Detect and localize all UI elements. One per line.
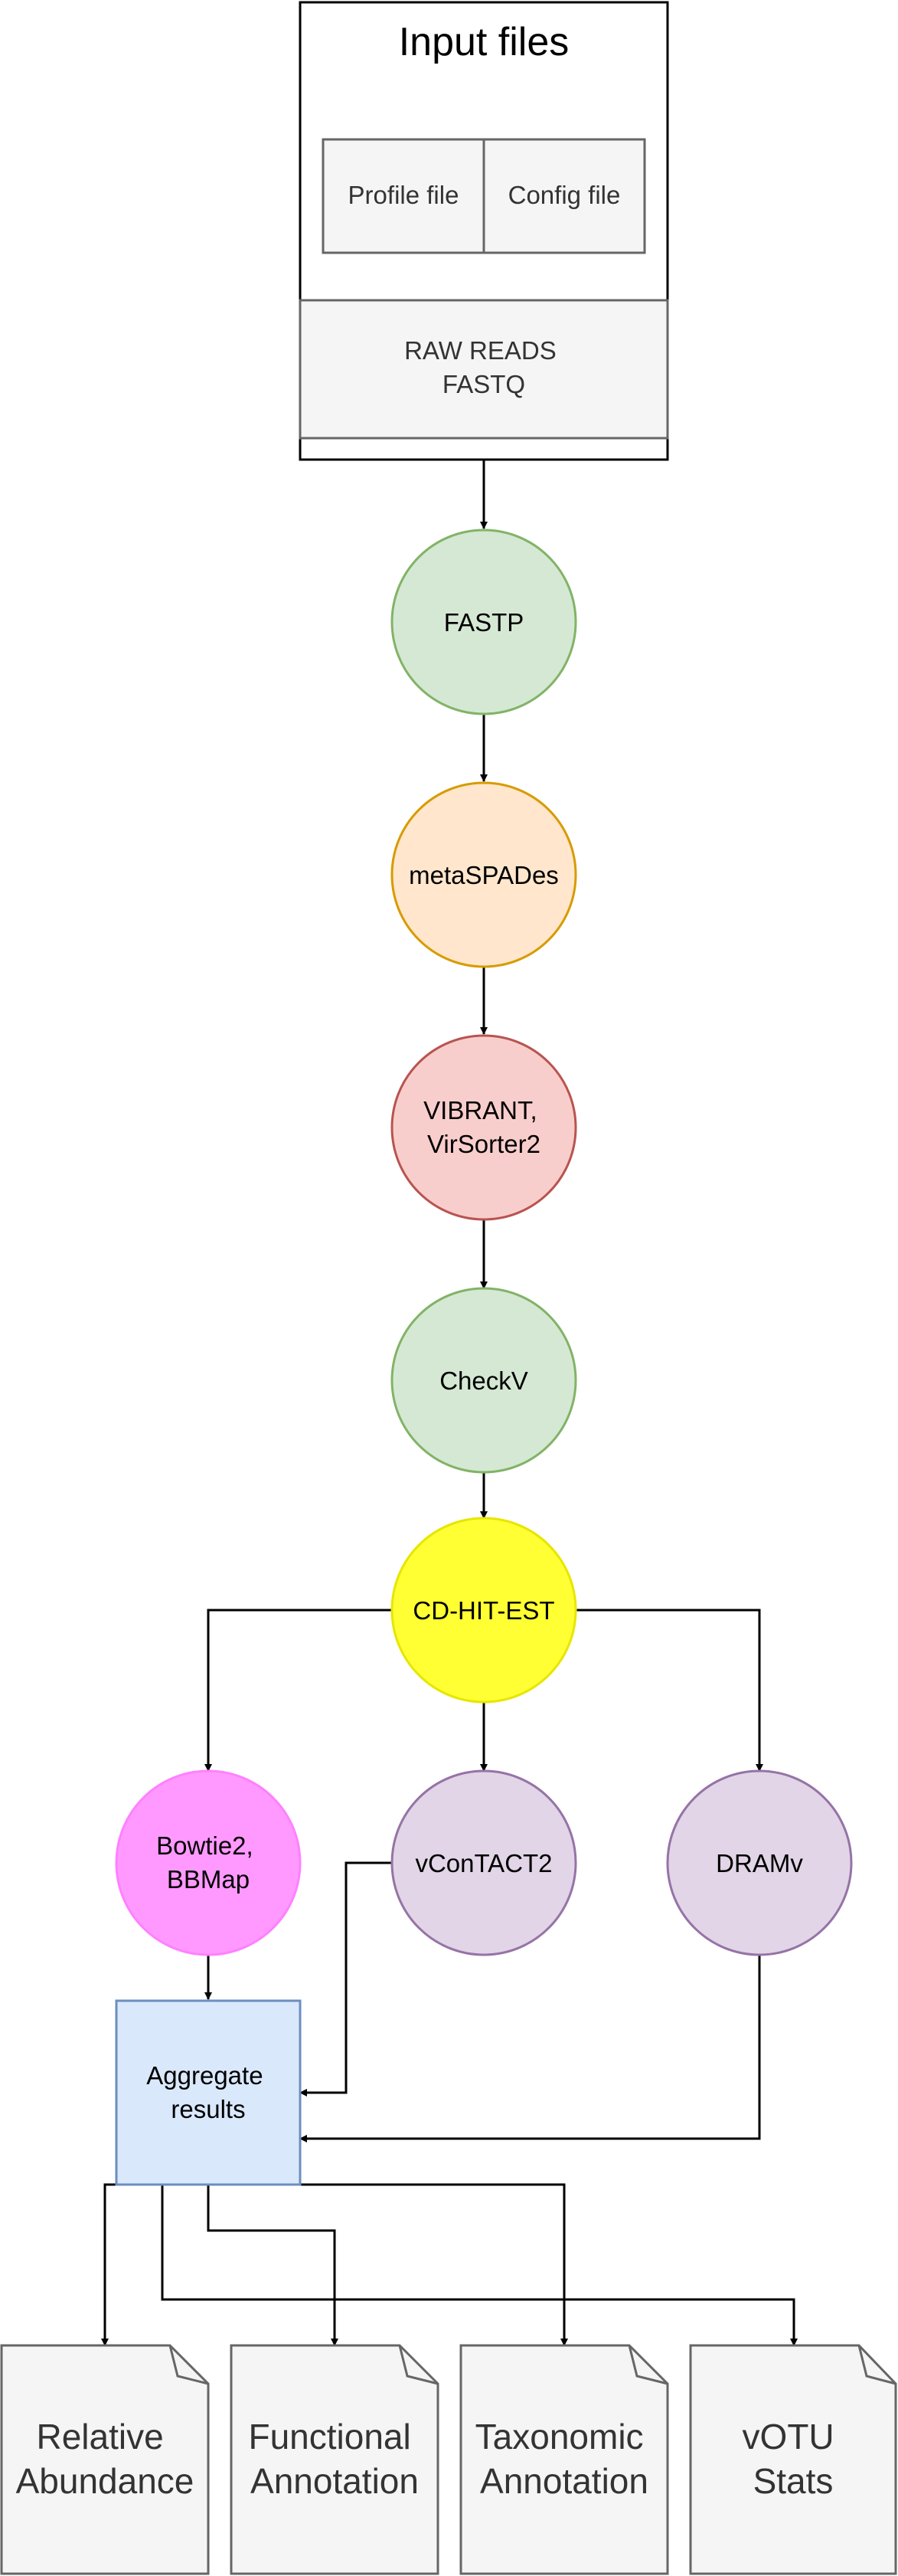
step-checkv: CheckV <box>390 1287 577 1474</box>
dramv-label: DRAMv <box>716 1849 803 1877</box>
step-dramv: DRAMv <box>666 1769 853 1956</box>
functional-line2: Annotation <box>250 2461 419 2501</box>
edge-aggregate-votu <box>161 2185 798 2346</box>
edge-aggregate-relative <box>101 2183 116 2346</box>
metaspades-label: metaSPADes <box>409 861 559 889</box>
votu-label: vOTU Stats <box>743 2417 844 2501</box>
fastp-label: FASTP <box>444 608 524 637</box>
connectors <box>101 460 798 2346</box>
functional-line1: Functional <box>248 2417 410 2457</box>
input-files-group: Input files Profile file Config file RAW… <box>299 1 669 461</box>
bowtie-label: Bowtie2, BBMap <box>156 1831 260 1894</box>
checkv-node <box>390 1287 577 1474</box>
taxonomic-doc-shape <box>459 2344 669 2575</box>
metaspades-node <box>390 781 577 968</box>
dramv-node <box>666 1769 853 1956</box>
output-functional-annotation: Functional Annotation <box>230 2344 439 2575</box>
functional-doc-shape <box>230 2344 439 2575</box>
aggregate-label: Aggregate results <box>146 2061 269 2123</box>
edge-aggregate-functional <box>207 2185 338 2346</box>
relative-line1: Relative <box>37 2417 164 2457</box>
config-file-box <box>482 138 646 254</box>
relative-line2: Abundance <box>16 2461 194 2501</box>
aggregate-node <box>115 1999 302 2186</box>
vibrant-node <box>390 1034 577 1221</box>
raw-reads-label: RAW READS FASTQ <box>404 336 563 398</box>
profile-file-box <box>322 138 485 254</box>
output-relative-abundance: Relative Abundance <box>0 2344 210 2575</box>
relative-doc-fold <box>168 2345 209 2385</box>
taxonomic-line2: Annotation <box>480 2461 648 2501</box>
relative-doc-shape <box>0 2344 210 2575</box>
edge-vcontact-aggregate <box>299 1861 392 2096</box>
votu-doc-shape <box>689 2344 897 2575</box>
edge-aggregate-taxonomic <box>300 2183 568 2346</box>
raw-reads-line2: FASTQ <box>442 370 525 398</box>
vcontact-label: vConTACT2 <box>415 1849 552 1877</box>
taxonomic-doc-fold <box>628 2345 668 2385</box>
fastp-node <box>390 529 577 715</box>
step-aggregate: Aggregate results <box>115 1999 302 2186</box>
aggregate-line2: results <box>171 2095 245 2123</box>
taxonomic-label: Taxonomic Annotation <box>475 2417 654 2501</box>
votu-line2: Stats <box>753 2461 834 2501</box>
vibrant-line2: VirSorter2 <box>427 1130 540 1158</box>
bowtie-line2: BBMap <box>167 1865 250 1894</box>
cdhit-node <box>390 1517 577 1704</box>
bowtie-node <box>115 1769 302 1956</box>
step-fastp: FASTP <box>390 529 577 715</box>
bowtie-line1: Bowtie2, <box>156 1831 253 1860</box>
functional-doc-fold <box>398 2345 439 2385</box>
config-file-label: Config file <box>508 181 621 209</box>
step-vcontact: vConTACT2 <box>390 1769 577 1956</box>
output-votu-stats: vOTU Stats <box>689 2344 897 2575</box>
vibrant-label: VIBRANT, VirSorter2 <box>423 1096 544 1158</box>
raw-reads-line1: RAW READS <box>404 336 557 365</box>
taxonomic-line1: Taxonomic <box>475 2417 644 2457</box>
edge-dramv-aggregate <box>299 1955 761 2142</box>
vibrant-line1: VIBRANT, <box>423 1096 537 1124</box>
edge-cdhit-bowtie <box>204 1609 392 1772</box>
step-cdhit: CD-HIT-EST <box>390 1517 577 1704</box>
votu-doc-fold <box>857 2345 896 2385</box>
step-bowtie: Bowtie2, BBMap <box>115 1769 302 1956</box>
checkv-label: CheckV <box>439 1367 528 1395</box>
relative-label: Relative Abundance <box>16 2417 194 2501</box>
votu-line1: vOTU <box>743 2417 834 2457</box>
cdhit-label: CD-HIT-EST <box>413 1596 554 1625</box>
step-vibrant: VIBRANT, VirSorter2 <box>390 1034 577 1221</box>
input-files-title: Input files <box>399 20 570 64</box>
output-taxonomic-annotation: Taxonomic Annotation <box>459 2344 669 2575</box>
step-metaspades: metaSPADes <box>390 781 577 968</box>
raw-reads-box <box>299 299 669 440</box>
functional-label: Functional Annotation <box>248 2417 420 2501</box>
aggregate-line1: Aggregate <box>146 2061 263 2090</box>
vcontact-node <box>390 1769 577 1956</box>
profile-file-label: Profile file <box>348 181 459 209</box>
edge-cdhit-dramv <box>576 1609 763 1772</box>
